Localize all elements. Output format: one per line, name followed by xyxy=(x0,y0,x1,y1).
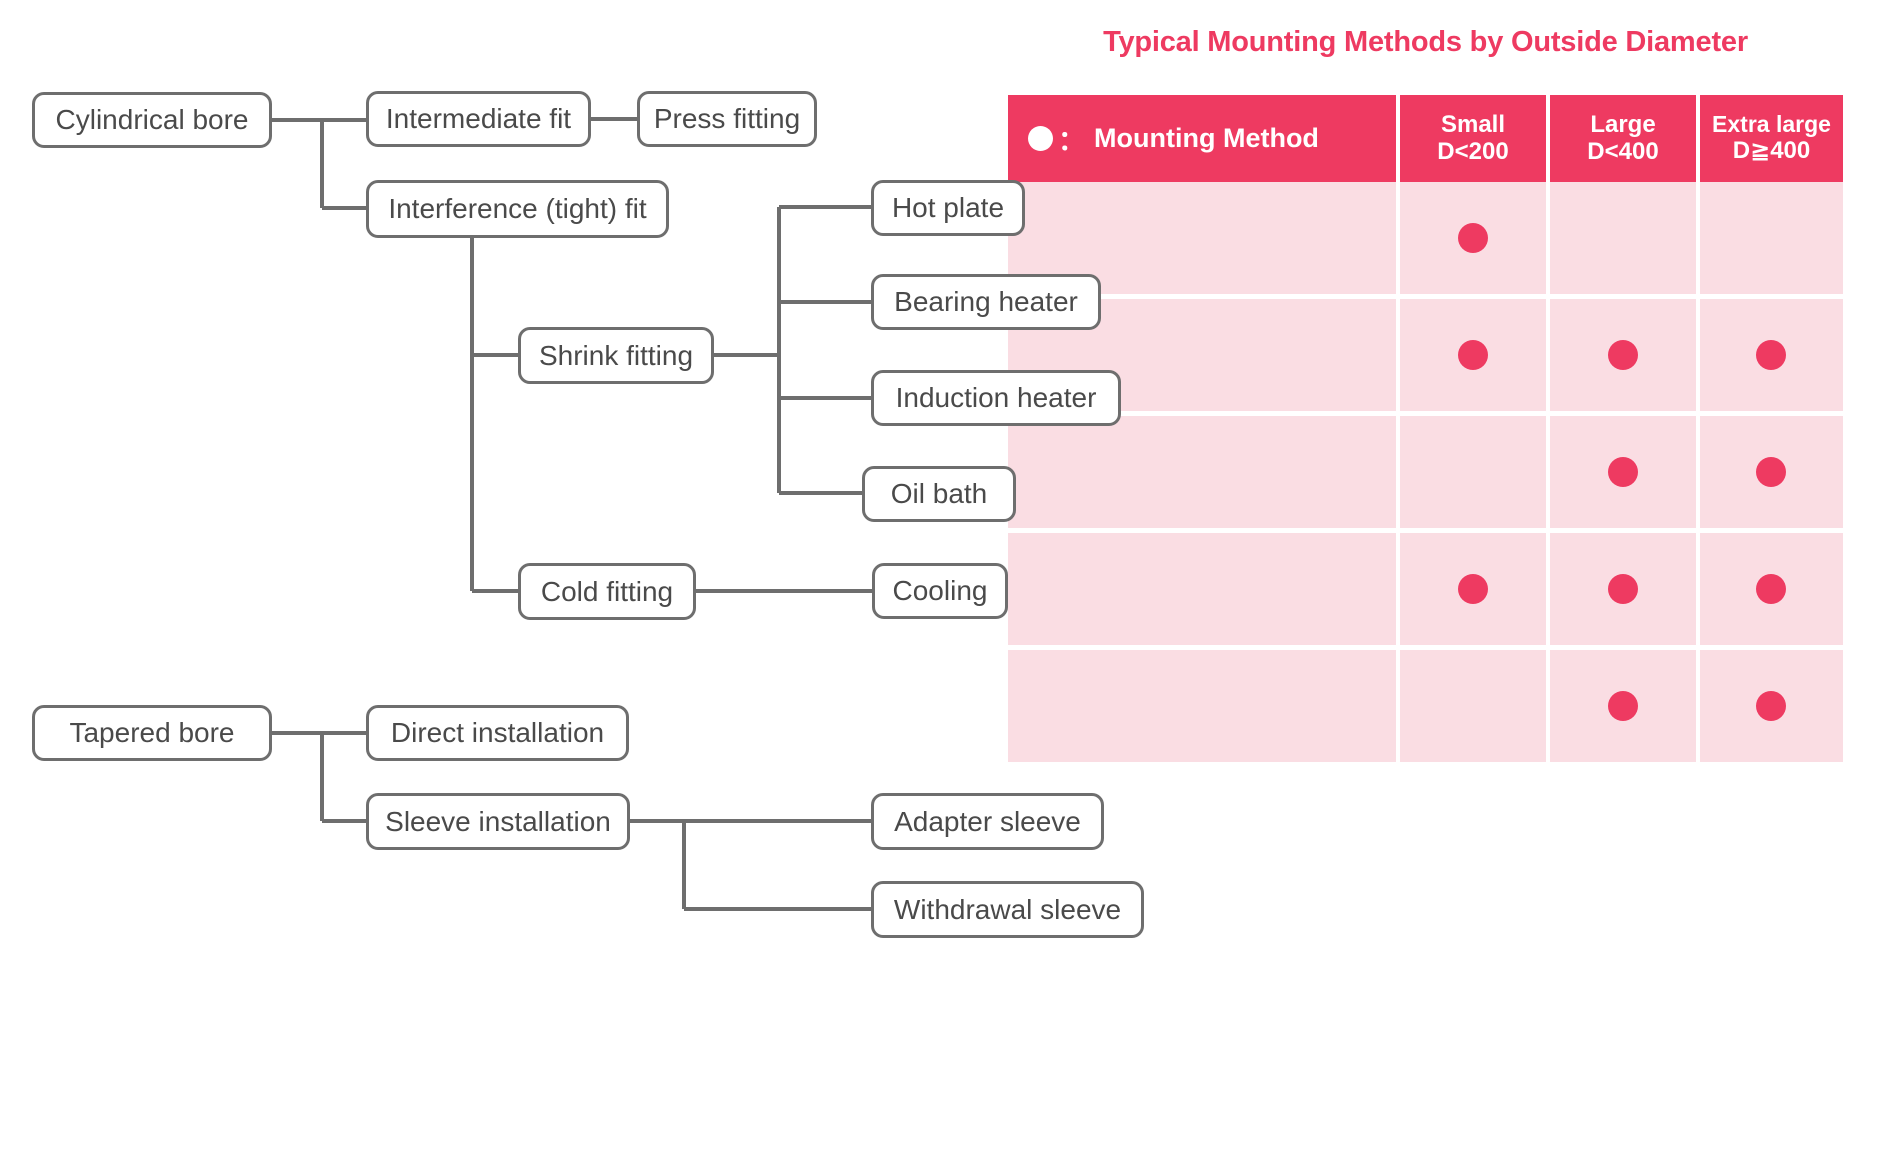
node-bearing-heater[interactable]: Bearing heater xyxy=(871,274,1101,330)
legend-colon: ： xyxy=(1058,126,1085,156)
mounting-method-dot-icon xyxy=(1458,574,1488,604)
node-cold-fitting[interactable]: Cold fitting xyxy=(518,563,696,620)
table-cell xyxy=(1400,650,1546,762)
node-hot-plate[interactable]: Hot plate xyxy=(871,180,1025,236)
header-cell-small: Small D<200 xyxy=(1400,95,1546,182)
mounting-method-dot-icon xyxy=(1608,457,1638,487)
header-large-label: Large xyxy=(1590,110,1656,138)
table-title: Typical Mounting Methods by Outside Diam… xyxy=(1103,26,1748,58)
mounting-method-dot-icon xyxy=(1756,691,1786,721)
header-cell-large: Large D<400 xyxy=(1550,95,1696,182)
node-direct-installation[interactable]: Direct installation xyxy=(366,705,629,761)
mounting-method-dot-icon xyxy=(1608,691,1638,721)
node-sleeve-installation[interactable]: Sleeve installation xyxy=(366,793,630,850)
table-row xyxy=(1008,650,1843,762)
table-row xyxy=(1008,299,1843,411)
node-tapered-bore[interactable]: Tapered bore xyxy=(32,705,272,761)
header-small-label: Small xyxy=(1440,110,1506,138)
mounting-method-dot-icon xyxy=(1608,340,1638,370)
table-cell xyxy=(1400,416,1546,528)
table-cell xyxy=(1008,533,1396,645)
node-induction-heater[interactable]: Induction heater xyxy=(871,370,1121,426)
mounting-method-dot-icon xyxy=(1756,340,1786,370)
mounting-methods-table: ： Mounting Method Small D<200 Large D<40… xyxy=(1008,95,1843,762)
table-cell xyxy=(1008,650,1396,762)
table-row xyxy=(1008,533,1843,645)
legend-label: Mounting Method xyxy=(1094,123,1319,153)
table-cell xyxy=(1700,182,1843,294)
mounting-method-dot-icon xyxy=(1458,340,1488,370)
header-cell-method: ： Mounting Method xyxy=(1008,95,1396,182)
header-extra-large-range: D≧400 xyxy=(1732,136,1811,164)
table-cell xyxy=(1008,416,1396,528)
mounting-method-dot-icon xyxy=(1458,223,1488,253)
node-withdrawal-sleeve[interactable]: Withdrawal sleeve xyxy=(871,881,1144,938)
mounting-method-dot-icon xyxy=(1756,574,1786,604)
node-shrink-fitting[interactable]: Shrink fitting xyxy=(518,327,714,384)
table-body xyxy=(1008,182,1843,762)
table-row xyxy=(1008,182,1843,294)
node-adapter-sleeve[interactable]: Adapter sleeve xyxy=(871,793,1104,850)
node-cooling[interactable]: Cooling xyxy=(872,563,1008,619)
table-row xyxy=(1008,416,1843,528)
table-header-row: ： Mounting Method Small D<200 Large D<40… xyxy=(1008,95,1843,182)
table-cell xyxy=(1550,182,1696,294)
node-cylindrical-bore[interactable]: Cylindrical bore xyxy=(32,92,272,148)
node-oil-bath[interactable]: Oil bath xyxy=(862,466,1016,522)
node-intermediate-fit[interactable]: Intermediate fit xyxy=(366,91,591,147)
node-press-fitting[interactable]: Press fitting xyxy=(637,91,817,147)
header-extra-large-label: Extra large xyxy=(1712,111,1831,138)
header-small-range: D<200 xyxy=(1437,137,1509,165)
mounting-method-dot-icon xyxy=(1608,574,1638,604)
filled-circle-icon xyxy=(1028,126,1053,151)
mounting-method-dot-icon xyxy=(1756,457,1786,487)
header-cell-extra-large: Extra large D≧400 xyxy=(1700,95,1843,182)
node-interference-fit[interactable]: Interference (tight) fit xyxy=(366,180,669,238)
header-large-range: D<400 xyxy=(1587,137,1659,165)
